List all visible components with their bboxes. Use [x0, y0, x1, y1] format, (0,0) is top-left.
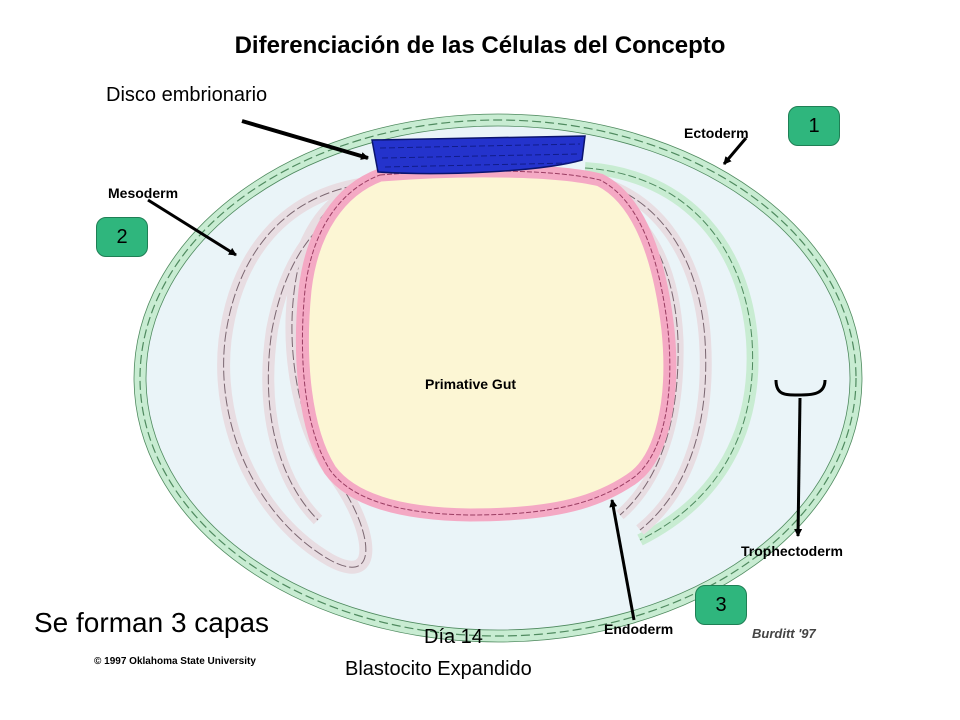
mesoderm-arrow — [147, 198, 237, 257]
trophectoderm-bracket — [774, 379, 827, 397]
copyright-label: © 1997 Oklahoma State University — [94, 656, 256, 667]
endoderm-arrow — [609, 499, 636, 621]
endoderm-label: Endoderm — [604, 621, 673, 637]
primitive-gut-label: Primative Gut — [425, 376, 516, 392]
ectoderm-label: Ectoderm — [684, 125, 749, 141]
badge-1: 1 — [788, 106, 840, 146]
artist-signature: Burditt '97 — [752, 626, 817, 641]
slide-title: Diferenciación de las Células del Concep… — [234, 32, 726, 59]
disc-arrow — [241, 119, 369, 160]
embryonic-disc-label: Disco embrionario — [106, 84, 268, 106]
layers-caption: Se forman 3 capas — [34, 607, 270, 638]
day-label: Día 14 — [424, 626, 483, 648]
mesoderm-label: Mesoderm — [108, 185, 178, 201]
ectoderm-arrow — [722, 137, 748, 165]
embryonic-disc — [371, 135, 586, 175]
trophectoderm-label: Trophectoderm — [741, 543, 843, 559]
badge-2: 2 — [96, 217, 148, 257]
badge-3: 3 — [695, 585, 747, 625]
stage-label: Blastocito Expandido — [345, 658, 532, 680]
endoderm-layer — [295, 164, 677, 522]
trophectoderm-arrow — [794, 397, 803, 537]
